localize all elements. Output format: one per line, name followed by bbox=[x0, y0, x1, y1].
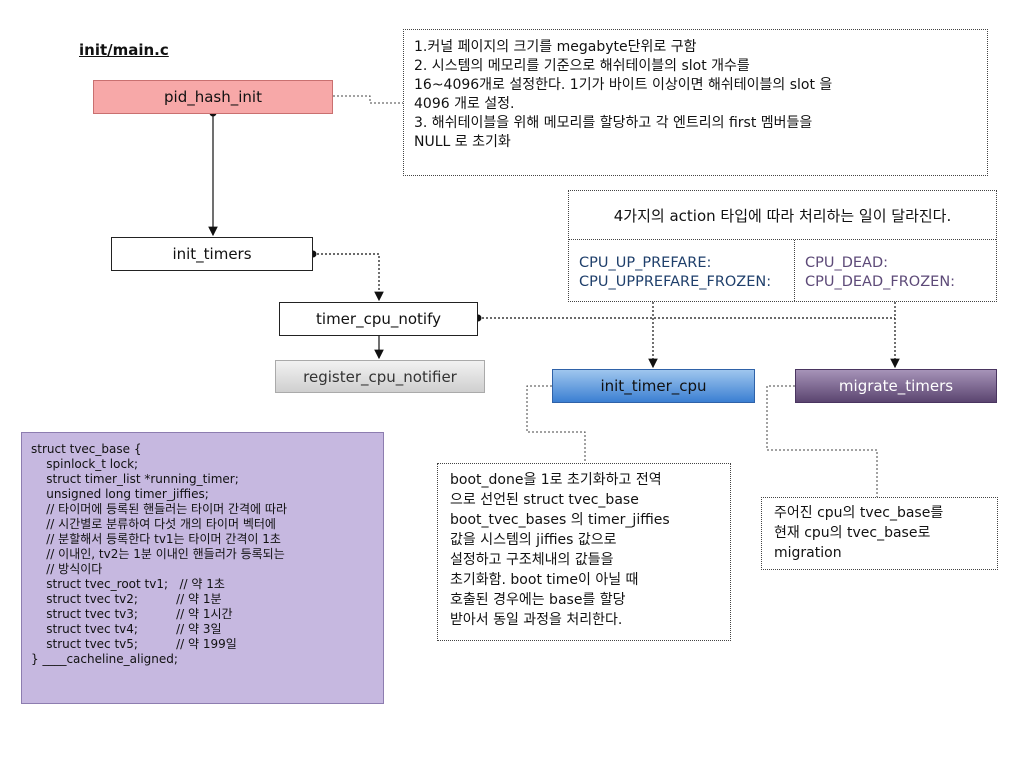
note-line: migration bbox=[774, 545, 842, 561]
note-line: 현재 cpu의 tvec_base로 bbox=[774, 525, 931, 541]
cpu-dead-labels: CPU_DEAD: CPU_DEAD_FROZEN: bbox=[805, 254, 955, 292]
code-line: struct tvec_base { bbox=[31, 442, 142, 456]
code-line: } ____cacheline_aligned; bbox=[31, 652, 178, 666]
init-timers-node[interactable]: init_timers bbox=[111, 237, 313, 271]
action-types-box: 4가지의 action 타입에 따라 처리하는 일이 달라진다. CPU_UP_… bbox=[568, 190, 997, 302]
note-line: 3. 해쉬테이블을 위해 메모리를 할당하고 각 엔트리의 first 멤버들을 bbox=[414, 115, 813, 131]
note-line: NULL 로 초기화 bbox=[414, 134, 511, 150]
init-timer-cpu-note: boot_done을 1로 초기화하고 전역 으로 선언된 struct tve… bbox=[437, 463, 731, 641]
note-line: 초기화함. boot time이 아닐 때 bbox=[450, 572, 639, 588]
migrate-timers-node[interactable]: migrate_timers bbox=[795, 369, 997, 403]
note-line: 주어진 cpu의 tvec_base를 bbox=[774, 505, 944, 521]
note-line: 으로 선언된 struct tvec_base bbox=[450, 492, 639, 508]
code-line: unsigned long timer_jiffies; bbox=[31, 487, 209, 501]
code-line: // 방식이다 bbox=[31, 562, 103, 576]
code-line: struct tvec tv2; // 약 1분 bbox=[31, 592, 222, 606]
cpu-dead-frozen-label: CPU_DEAD_FROZEN: bbox=[805, 274, 956, 290]
migrate-timers-note: 주어진 cpu의 tvec_base를 현재 cpu의 tvec_base로 m… bbox=[761, 497, 998, 570]
cpu-dead-label: CPU_DEAD: bbox=[805, 255, 889, 271]
code-line: spinlock_t lock; bbox=[31, 457, 139, 471]
note-line: boot_tvec_bases 의 timer_jiffies bbox=[450, 512, 670, 528]
pid-hash-init-note: 1.커널 페이지의 크기를 megabyte단위로 구함 2. 시스템의 메모리… bbox=[403, 29, 988, 176]
note-line: 16~4096개로 설정한다. 1기가 바이트 이상이면 해쉬테이블의 slot… bbox=[414, 77, 833, 93]
cpu-up-prepare-label: CPU_UP_PREFARE: bbox=[579, 255, 712, 271]
code-line: // 이내인, tv2는 1분 이내인 핸들러가 등록되는 bbox=[31, 547, 285, 561]
code-line: struct tvec tv3; // 약 1시간 bbox=[31, 607, 233, 621]
timer-cpu-notify-node[interactable]: timer_cpu_notify bbox=[279, 302, 478, 336]
action-divider bbox=[794, 240, 795, 301]
action-types-title: 4가지의 action 타입에 따라 처리하는 일이 달라진다. bbox=[569, 191, 996, 240]
note-line: 설정하고 구조체내의 값들을 bbox=[450, 552, 614, 568]
code-line: struct tvec_root tv1; // 약 1초 bbox=[31, 577, 225, 591]
note-line: 2. 시스템의 메모리를 기준으로 해쉬테이블의 slot 개수를 bbox=[414, 58, 750, 74]
init-timer-cpu-node[interactable]: init_timer_cpu bbox=[552, 369, 755, 403]
note-line: 4096 개로 설정. bbox=[414, 96, 515, 112]
code-line: // 시간별로 분류하여 다섯 개의 타이머 벡터에 bbox=[31, 517, 276, 531]
code-line: // 분할해서 등록한다 tv1는 타이머 간격이 1초 bbox=[31, 532, 281, 546]
cpu-up-prepare-labels: CPU_UP_PREFARE: CPU_UPPREFARE_FROZEN: bbox=[579, 254, 771, 292]
note-line: 값을 시스템의 jiffies 값으로 bbox=[450, 532, 617, 548]
pid-hash-init-node[interactable]: pid_hash_init bbox=[93, 80, 333, 114]
code-line: struct tvec tv4; // 약 3일 bbox=[31, 622, 222, 636]
note-line: boot_done을 1로 초기화하고 전역 bbox=[450, 472, 662, 488]
note-line: 1.커널 페이지의 크기를 megabyte단위로 구함 bbox=[414, 39, 697, 55]
note-line: 받아서 동일 과정을 처리한다. bbox=[450, 612, 623, 628]
code-line: struct timer_list *running_timer; bbox=[31, 472, 239, 486]
note-line: 호출된 경우에는 base를 할당 bbox=[450, 592, 626, 608]
register-cpu-notifier-node[interactable]: register_cpu_notifier bbox=[275, 360, 485, 393]
code-line: // 타이머에 등록된 핸들러는 타이머 간격에 따라 bbox=[31, 502, 287, 516]
cpu-up-prepare-frozen-label: CPU_UPPREFARE_FROZEN: bbox=[579, 274, 772, 290]
tvec-base-struct-box: struct tvec_base { spinlock_t lock; stru… bbox=[21, 432, 384, 704]
code-line: struct tvec tv5; // 약 199일 bbox=[31, 637, 237, 651]
file-title: init/main.c bbox=[79, 41, 169, 59]
